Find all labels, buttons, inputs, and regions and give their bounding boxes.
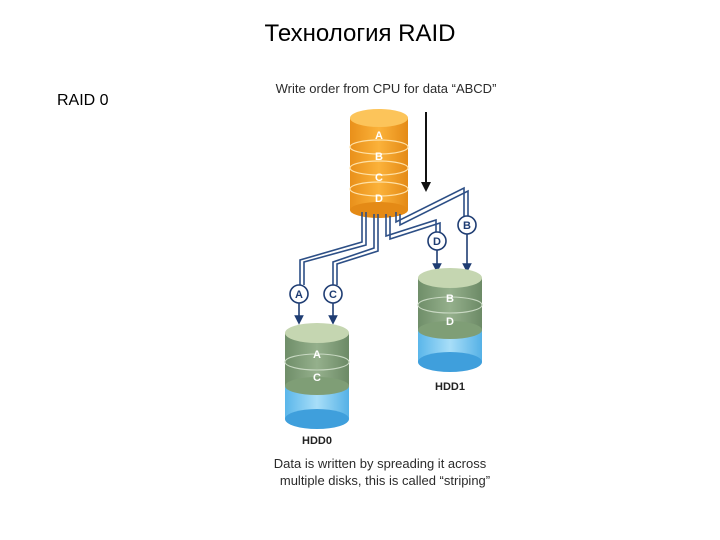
marker-d-label: D	[433, 236, 441, 248]
marker-b-label: B	[463, 220, 471, 232]
hdd1-block-d: D	[446, 316, 454, 328]
routing-arrows	[294, 234, 472, 325]
marker-c-label: C	[329, 289, 337, 301]
hdd0-label: HDD0	[302, 435, 332, 447]
top-caption: Write order from CPU for data “ABCD”	[276, 81, 497, 96]
slide-title: Технология RAID	[264, 20, 456, 47]
bottom-caption-line1: Data is written by spreading it across	[274, 456, 487, 471]
source-block-d: D	[375, 193, 383, 205]
marker-b	[457, 215, 477, 235]
cpu-write-arrow-head	[421, 182, 431, 192]
marker-a	[289, 284, 309, 304]
hdd0-block-a: A	[313, 349, 321, 361]
bottom-caption-line2: multiple disks, this is called “striping…	[280, 473, 490, 488]
routing-lines	[299, 186, 469, 285]
hdd1-disk	[417, 268, 483, 372]
source-block-c: C	[375, 172, 383, 184]
hdd1-label: HDD1	[435, 381, 465, 393]
marker-a-label: A	[295, 289, 303, 301]
hdd0-block-c: C	[313, 372, 321, 384]
marker-d	[427, 231, 447, 251]
raid-level-label: RAID 0	[57, 92, 109, 109]
marker-c	[323, 284, 343, 304]
hdd1-block-b: B	[446, 293, 454, 305]
hdd0-disk	[284, 323, 350, 429]
source-block-a: A	[375, 130, 383, 142]
source-data-stack	[349, 109, 409, 218]
source-block-b: B	[375, 151, 383, 163]
